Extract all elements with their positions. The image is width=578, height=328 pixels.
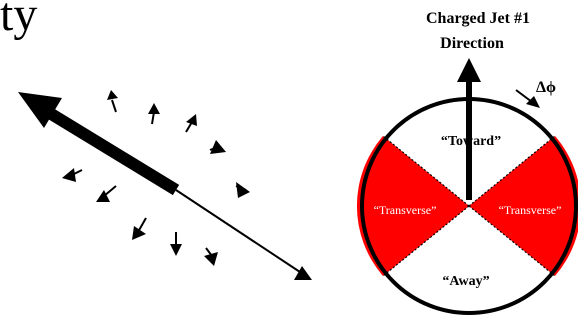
jet-direction-arrowhead xyxy=(457,58,481,82)
leading-jet-shaft xyxy=(44,106,180,196)
jet-title-line1: Charged Jet #1 xyxy=(426,10,530,27)
particle-arrow xyxy=(170,232,182,256)
clipped-heading: ty xyxy=(0,0,37,41)
jet-title-line2: Direction xyxy=(440,35,504,52)
region-label-transverse-right: “Transverse” xyxy=(499,203,562,217)
delta-phi-arrowhead xyxy=(526,96,540,108)
boundary-line xyxy=(468,135,556,207)
away-jet-arrowhead xyxy=(294,266,312,280)
away-jet-line xyxy=(175,189,301,273)
leading-jet-arrowhead xyxy=(18,92,62,128)
transverse-left-wedge xyxy=(356,136,469,276)
boundary-line xyxy=(382,135,470,207)
particle-arrow xyxy=(96,185,117,202)
jet-illustration xyxy=(18,90,312,280)
particle-arrow xyxy=(107,90,118,113)
particle-arrow xyxy=(148,103,160,125)
particle-arrow xyxy=(62,168,83,182)
boundary-line xyxy=(468,205,556,277)
particle-arrow xyxy=(132,217,147,240)
region-diagram xyxy=(356,58,578,315)
particle-arrow xyxy=(185,114,197,133)
transverse-right-wedge xyxy=(469,136,578,276)
delta-phi-label: Δϕ xyxy=(536,79,556,96)
region-label-transverse-left: “Transverse” xyxy=(374,203,437,217)
delta-phi-arrow xyxy=(515,89,533,103)
boundary-line xyxy=(382,205,470,277)
region-label-away: “Away” xyxy=(442,274,489,289)
particle-arrow xyxy=(204,247,218,266)
region-label-toward: “Toward” xyxy=(441,134,501,149)
particle-arrow xyxy=(209,140,226,154)
particle-arrow xyxy=(235,182,250,198)
